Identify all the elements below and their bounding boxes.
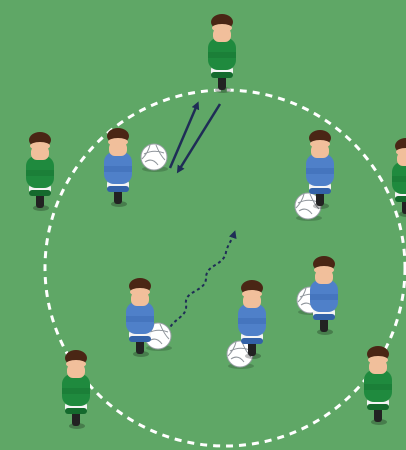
ball-top-left [141, 144, 168, 172]
